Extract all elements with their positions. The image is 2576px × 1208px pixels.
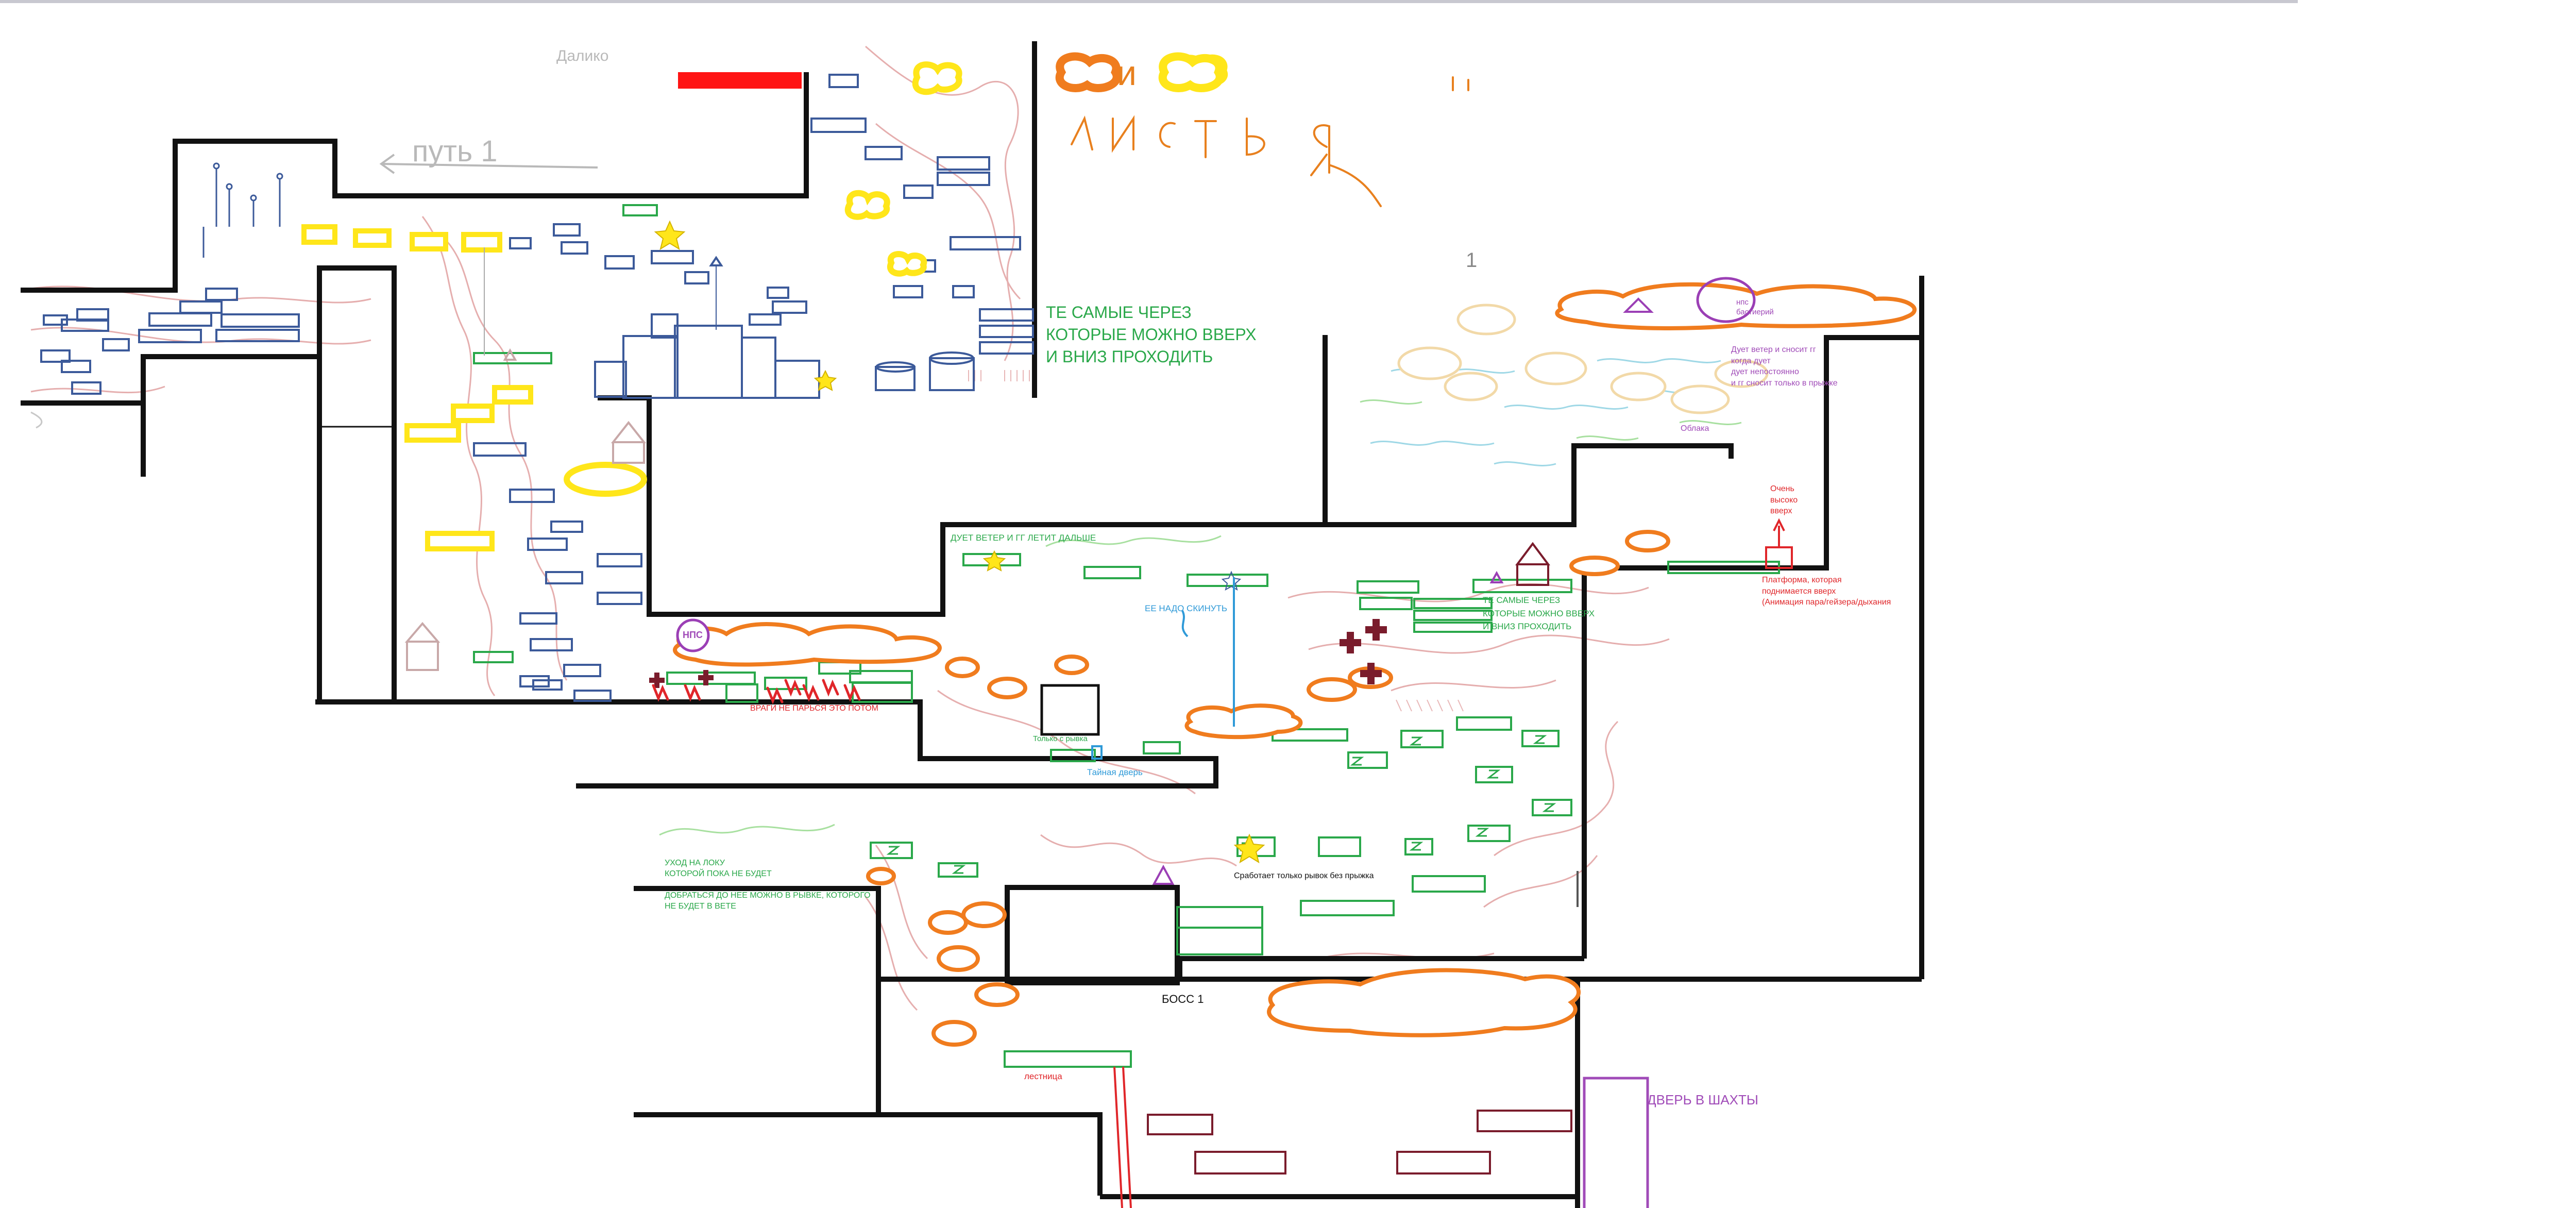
mine-door-label: ДВЕРЬ В ШАХТЫ [1647,1092,1758,1108]
red-banner [678,72,802,89]
blacksmith-npc-marker [1696,277,1756,323]
leaves-handwriting [1071,76,1469,207]
top-faded-label: Далико [556,47,609,64]
wind-blows-note: ДУЕТ ВЕТЕР И ГГ ЛЕТИТ ДАЛЬШЕ [951,533,1096,543]
misc-sketches [30,411,1579,907]
reach-dash-note: ДОБРАТЬСЯ ДО НЕЕ МОЖНО В РЫВКЕ, КОТОРОГО… [665,891,871,911]
npc-marker [676,618,710,652]
legend-orange-cloud-icon [1055,52,1121,92]
enemy-crosses-dark [649,619,1387,688]
wind-lines-green [659,399,1742,836]
platforms-dark-red [1147,1110,1572,1175]
geyser-platform [1765,518,1793,569]
legend-yellow-cloud-icon [1158,52,1224,92]
dash-no-jump-note: Сработает только рывок без прыжка [1234,871,1374,880]
npc-label: НПС [683,630,703,640]
one-mark-label: 1 [1466,249,1478,272]
enemy-markers [652,679,861,704]
star-markers [654,220,1265,864]
secret-markers [1091,577,1235,760]
very-high-note: Очень высоко вверх [1770,484,1798,516]
two-way-platforms-note-top: ТЕ САМЫЕ ЧЕРЕЗ КОТОРЫЕ МОЖНО ВВЕРХ И ВНИ… [1046,303,1257,366]
ladder [1113,1066,1132,1208]
two-way-platforms-note-mid: ТЕ САМЫЕ ЧЕРЕЗ КОТОРЫЕ МОЖНО ВВЕРХ И ВНИ… [1483,595,1595,631]
path-1-arrow [379,154,598,174]
and-label: и [1117,54,1137,93]
z-markers [886,735,1556,874]
geyser-platform-note: Платформа, которая поднимается вверх (Ан… [1762,576,1891,607]
leave-location-note: УХОД НА ЛОКУ КОТОРОЙ ПОКА НЕ БУДЕТ [665,859,772,878]
secret-door-note: Тайная дверь [1087,767,1143,777]
level-walls [21,41,1924,1208]
sketch-hatching [968,370,1464,712]
marker-lines [484,247,717,356]
platforms-green [473,204,1780,1068]
star-markers-blue [1221,571,1242,591]
mine-door [1583,1077,1649,1208]
boss-label: БОСС 1 [1162,993,1204,1005]
path-1-label: путь 1 [412,135,498,168]
ladder-label: лестница [1024,1071,1062,1081]
blacksmith-npc-label: нпс бастиерий [1736,298,1774,316]
enemies-later-note: ВРАГИ НЕ ПАРЬСЯ ЭТО ПОТОМ [750,704,878,713]
clouds-pale [1397,304,1769,414]
knock-down-note: ЕЕ НАДО СКИНУТЬ [1145,603,1228,613]
dash-only-note: Только с рывка [1033,734,1088,743]
dash-block [1040,684,1100,736]
spike-markers [202,162,283,258]
wind-note: Дует ветер и сносит гг когда дует дует н… [1731,345,1838,388]
house-markers [404,256,1654,885]
clouds-label: Облака [1681,424,1709,433]
platforms-blue [40,74,1034,702]
